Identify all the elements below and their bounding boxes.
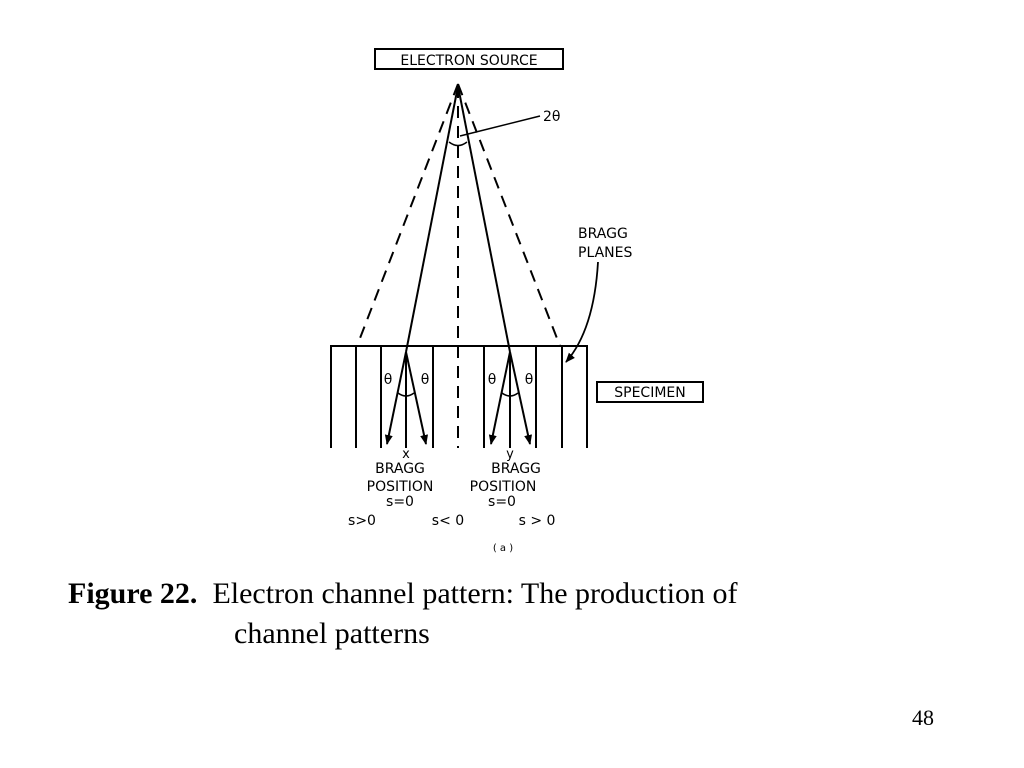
bragg-position-x-labels: x BRAGG POSITION s=0 bbox=[367, 447, 434, 510]
bragg-planes-label-line1: BRAGG bbox=[578, 226, 628, 242]
s-region-center: s< 0 bbox=[432, 513, 464, 529]
two-theta-leader bbox=[459, 115, 541, 137]
s-region-right: s > 0 bbox=[519, 513, 556, 529]
bragg-position-y-labels: y BRAGG POSITION s=0 bbox=[470, 447, 541, 510]
caption-line2: channel patterns bbox=[234, 617, 430, 650]
bragg-position-y-rays bbox=[488, 351, 532, 448]
position-y-s-value: s=0 bbox=[488, 494, 516, 510]
theta-label-y-left: θ bbox=[488, 372, 497, 388]
specimen-box: SPECIMEN bbox=[596, 381, 704, 403]
caption-line1: Electron channel pattern: The production… bbox=[212, 577, 738, 610]
electron-source-box: ELECTRON SOURCE bbox=[374, 48, 564, 70]
page-number: 48 bbox=[912, 705, 934, 730]
figure-number: Figure 22. bbox=[68, 577, 198, 610]
specimen-lattice bbox=[330, 345, 588, 448]
figure-caption: Figure 22. Electron channel pattern: The… bbox=[68, 574, 738, 654]
two-theta-label: 2θ bbox=[543, 109, 560, 125]
position-x-marker: x bbox=[402, 447, 410, 462]
incident-beam-right bbox=[457, 85, 511, 353]
bragg-planes-pointer bbox=[565, 261, 599, 363]
theta-label-y-right: θ bbox=[525, 372, 534, 388]
bragg-position-x-rays bbox=[384, 351, 428, 448]
bragg-planes-label-line2: PLANES bbox=[578, 245, 632, 261]
theta-label-x-right: θ bbox=[421, 372, 430, 388]
position-y-line1: BRAGG bbox=[491, 461, 541, 477]
position-x-line1: BRAGG bbox=[375, 461, 425, 477]
outer-beam-left bbox=[356, 83, 459, 347]
electron-channel-diagram: ELECTRON SOURCE 2θ BRAGG PLANES θ θ bbox=[330, 48, 704, 554]
theta-label-x-left: θ bbox=[384, 372, 393, 388]
electron-source-label: ELECTRON SOURCE bbox=[400, 53, 537, 69]
outer-beam-right bbox=[457, 83, 561, 347]
subfigure-label: ( a ) bbox=[493, 543, 513, 554]
s-region-left: s>0 bbox=[348, 513, 376, 529]
position-x-line2: POSITION bbox=[367, 479, 434, 495]
position-y-line2: POSITION bbox=[470, 479, 537, 495]
two-theta-arc bbox=[448, 141, 468, 147]
position-y-marker: y bbox=[506, 447, 514, 462]
incident-beam-left bbox=[405, 85, 459, 353]
position-x-s-value: s=0 bbox=[386, 494, 414, 510]
specimen-label: SPECIMEN bbox=[614, 385, 685, 401]
